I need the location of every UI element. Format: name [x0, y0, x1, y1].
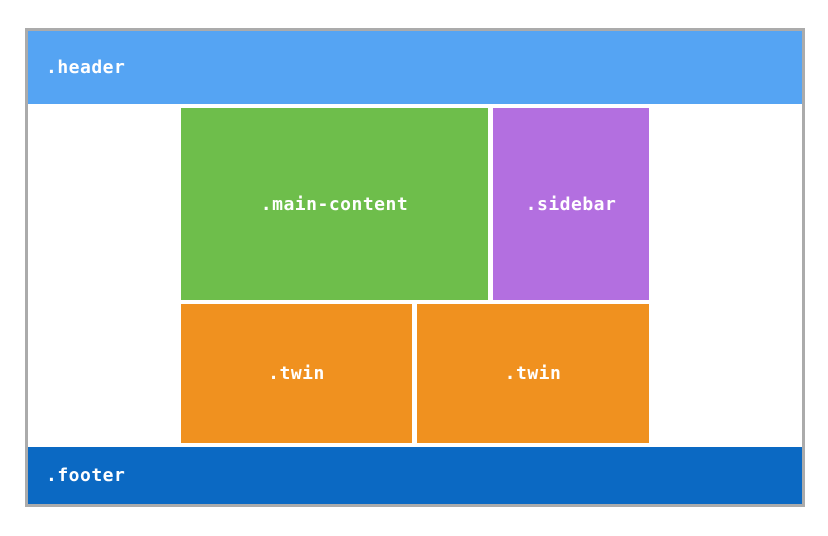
- main-content-label: .main-content: [260, 193, 409, 215]
- twin-right-label: .twin: [504, 363, 562, 384]
- layout-frame: .header .main-content .sidebar .twin .tw…: [25, 28, 805, 507]
- footer-label: .footer: [46, 465, 126, 486]
- header-region: .header: [28, 31, 802, 104]
- footer-region: .footer: [28, 447, 802, 504]
- main-content-region: .main-content: [181, 108, 488, 300]
- sidebar-region: .sidebar: [493, 108, 649, 300]
- twin-left-region: .twin: [181, 304, 412, 443]
- twin-left-label: .twin: [268, 363, 325, 384]
- twin-right-region: .twin: [417, 304, 649, 443]
- sidebar-label: .sidebar: [525, 193, 617, 215]
- header-label: .header: [46, 57, 126, 78]
